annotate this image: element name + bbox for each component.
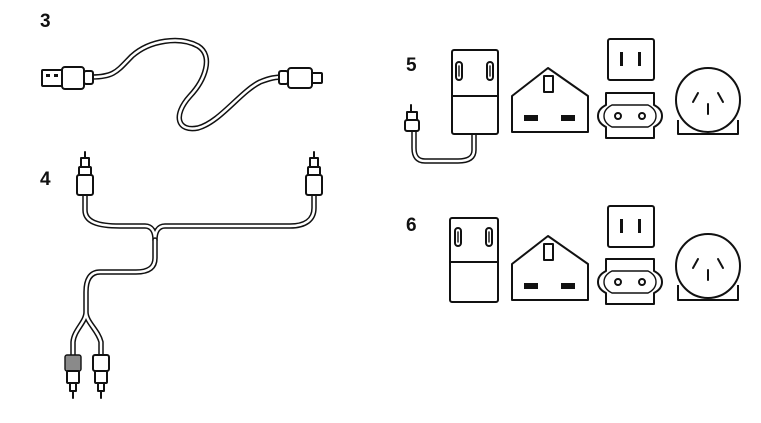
power-adapter-with-cable bbox=[404, 49, 499, 164]
eu-plug-icon bbox=[597, 258, 663, 305]
rca-plug-icon bbox=[305, 151, 323, 196]
power-adapter-icon bbox=[451, 49, 499, 135]
micro-usb-plug-icon bbox=[278, 67, 323, 89]
item-number-3: 3 bbox=[40, 11, 51, 32]
uk-plug-icon bbox=[511, 235, 589, 301]
item-number-5: 5 bbox=[406, 55, 417, 76]
dc-plug-icon bbox=[404, 104, 420, 132]
rca-cable-top-wire bbox=[82, 192, 317, 243]
usb-cable bbox=[41, 37, 323, 132]
item-number-4: 4 bbox=[40, 169, 51, 190]
us-plug-icon bbox=[607, 38, 655, 81]
rca-plug-white-icon bbox=[92, 354, 110, 399]
au-plug-icon bbox=[675, 233, 741, 301]
rca-plug-icon bbox=[76, 151, 94, 196]
power-adapter-icon bbox=[449, 217, 499, 303]
rca-y-cable bbox=[64, 151, 323, 399]
uk-plug-icon bbox=[511, 67, 589, 133]
us-plug-icon bbox=[607, 205, 655, 248]
usb-a-plug-icon bbox=[41, 66, 94, 90]
rca-plug-grey-icon bbox=[64, 354, 82, 399]
item-number-6: 6 bbox=[406, 215, 417, 236]
au-plug-icon bbox=[675, 67, 741, 135]
eu-plug-icon bbox=[597, 92, 663, 139]
